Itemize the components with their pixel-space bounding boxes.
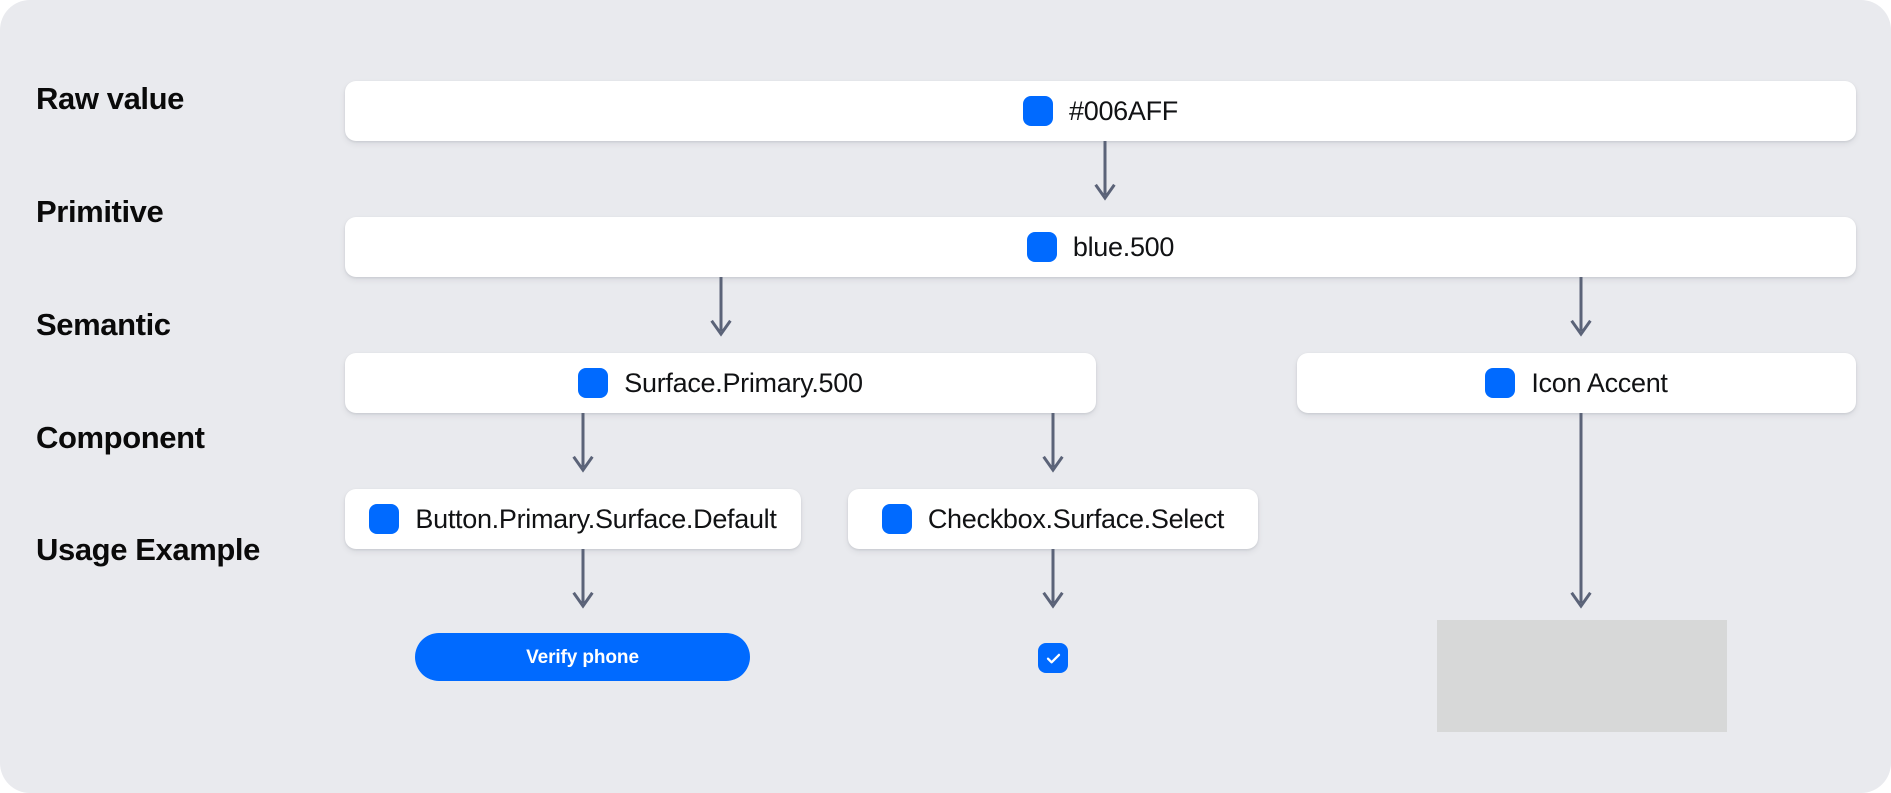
color-swatch-icon: [578, 368, 609, 398]
token-card-content: blue.500: [1026, 231, 1175, 262]
token-label: Icon Accent: [1531, 367, 1668, 398]
token-label: blue.500: [1072, 231, 1175, 262]
row-label-usage-example: Usage Example: [36, 532, 260, 567]
checkmark-icon: [1046, 653, 1060, 663]
token-card-content: Surface.Primary.500: [578, 367, 863, 398]
color-swatch-icon: [881, 504, 912, 534]
token-label: #006AFF: [1069, 95, 1178, 126]
token-card-semantic-icon-accent[interactable]: Icon Accent: [1297, 353, 1856, 413]
token-card-component-checkbox[interactable]: Checkbox.Surface.Select: [848, 489, 1258, 549]
verify-phone-button[interactable]: Verify phone: [415, 633, 750, 681]
color-swatch-icon: [1023, 96, 1054, 126]
row-label-semantic: Semantic: [36, 307, 171, 342]
arrow-down-icon-primitive-to-icon-accent: [1570, 277, 1592, 337]
token-card-content: Button.Primary.Surface.Default: [369, 503, 777, 534]
token-label: Surface.Primary.500: [624, 367, 863, 398]
row-label-component: Component: [36, 420, 205, 455]
arrow-down-icon-icon-accent-to-placeholder: [1570, 413, 1592, 609]
arrow-down-icon-checkbox-to-usage: [1042, 549, 1064, 609]
arrow-down-icon-button-to-usage: [572, 549, 594, 609]
color-swatch-icon: [1485, 368, 1516, 398]
token-label: Button.Primary.Surface.Default: [415, 503, 777, 534]
arrow-down-icon-raw-to-primitive: [1094, 141, 1116, 201]
row-label-raw-value: Raw value: [36, 81, 185, 116]
token-card-content: #006AFF: [1023, 96, 1178, 126]
color-swatch-icon: [1026, 232, 1057, 262]
arrow-down-icon-primitive-to-surface: [710, 277, 732, 337]
arrow-down-icon-surface-to-checkbox: [1042, 413, 1064, 473]
token-card-primitive[interactable]: blue.500: [345, 217, 1856, 277]
arrow-down-icon-surface-to-button: [572, 413, 594, 473]
token-card-raw-value[interactable]: #006AFF: [345, 81, 1856, 141]
color-swatch-icon: [369, 504, 400, 534]
usage-image-placeholder: [1437, 620, 1727, 732]
token-label: Checkbox.Surface.Select: [927, 503, 1225, 534]
usage-checkbox[interactable]: [1038, 643, 1068, 673]
token-card-content: Icon Accent: [1485, 367, 1668, 398]
token-card-component-button[interactable]: Button.Primary.Surface.Default: [345, 489, 801, 549]
token-card-semantic-surface[interactable]: Surface.Primary.500: [345, 353, 1096, 413]
row-label-primitive: Primitive: [36, 194, 164, 229]
verify-phone-button-label: Verify phone: [526, 646, 639, 668]
token-card-content: Checkbox.Surface.Select: [881, 503, 1225, 534]
